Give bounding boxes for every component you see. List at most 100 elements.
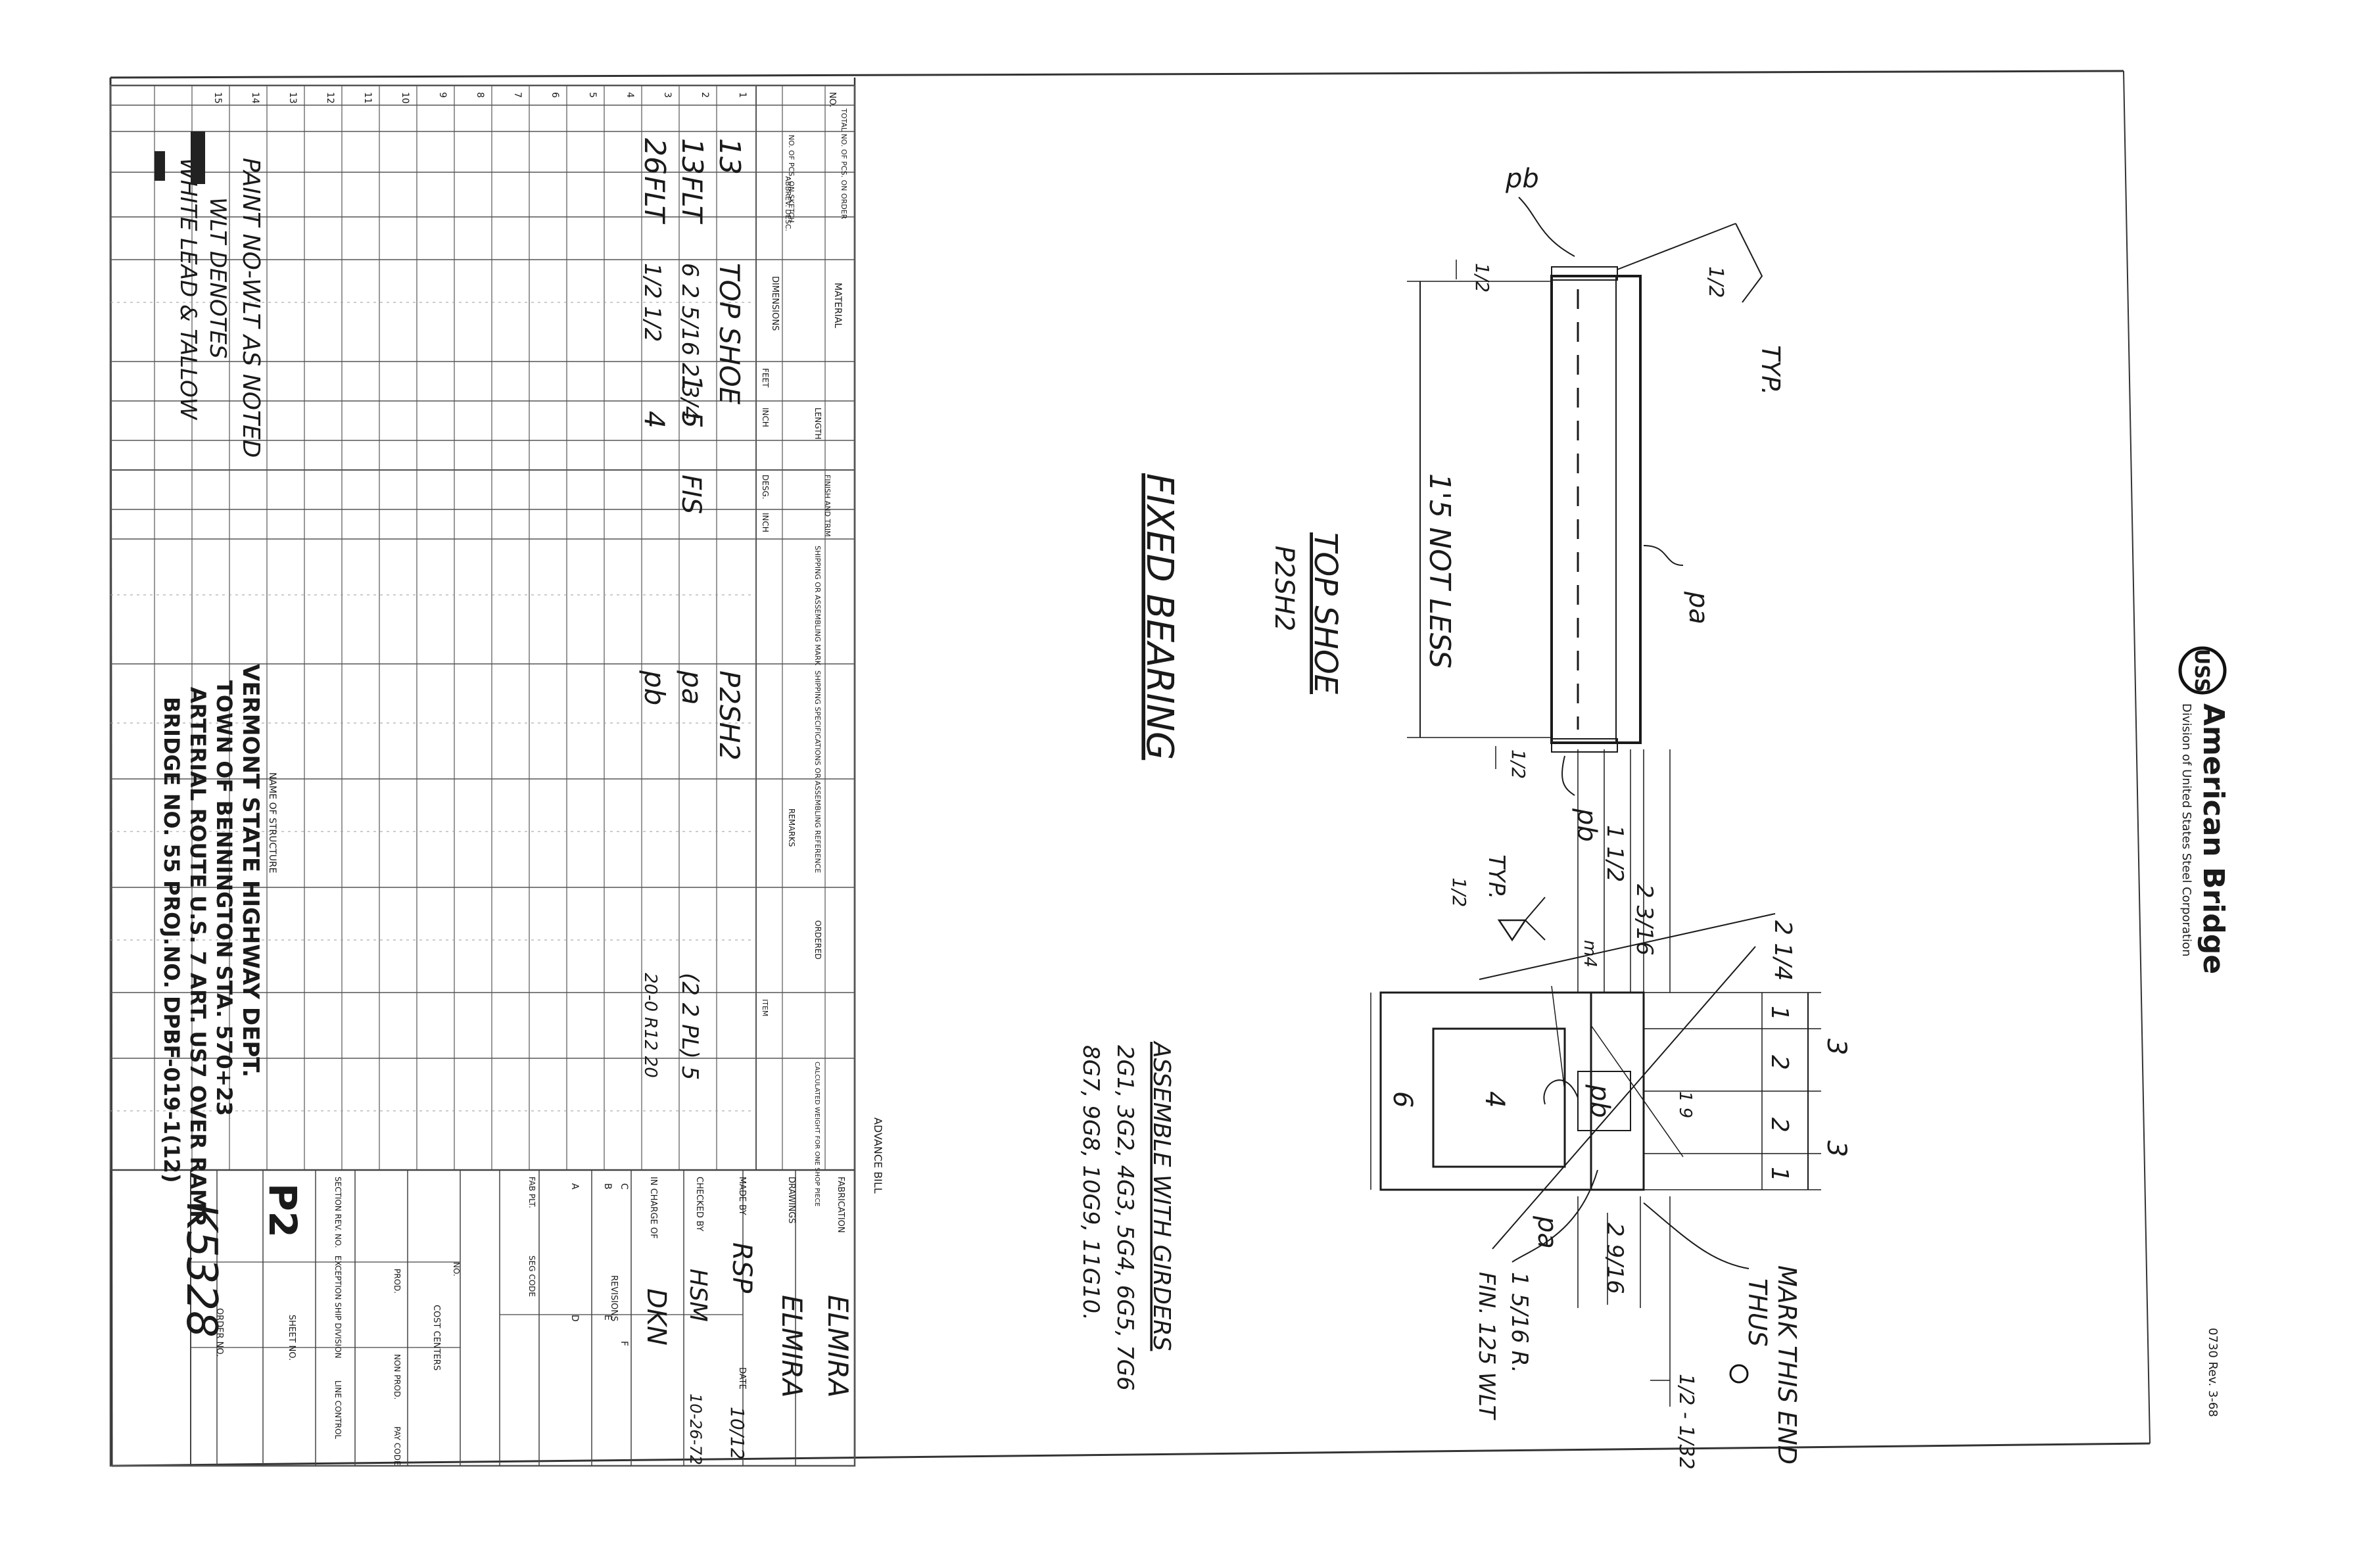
drawings-value: ELMIRA [776,1295,808,1397]
hdr-finish: FINISH AND TRIM [823,475,832,537]
hdr-material: MATERIAL [832,283,843,328]
paint-note-line1: PAINT NO-WLT AS NOTED [237,158,264,457]
title-block [110,1169,855,1466]
dim-two-quarter: 2 1/4 [1769,920,1796,981]
weld-typ-end: TYP. [1483,855,1510,899]
row3-dimensions: 1/2 1/2 [639,263,665,342]
hdr-ordered: ORDERED [813,920,822,960]
rev-a: A [569,1183,580,1190]
row-number: 2 [700,92,710,98]
assemble-note-line1: ASSEMBLE WITH GIRDERS [1148,1041,1175,1351]
hdr-shipping-mark: SHIPPING OR ASSEMBLING MARK [813,546,822,666]
sheet-value: P2 [260,1183,305,1238]
structure-line2: TOWN OF BENNINGTON STA. 570+23 [212,680,237,1116]
row2-desc: FLT [676,176,708,225]
checked-label: CHECKED BY [694,1177,704,1231]
hdr-dimensions: DIMENSIONS [770,276,780,331]
rev-f: F [619,1341,629,1346]
seg-code-label: SEG CODE [527,1255,536,1297]
table-row: 13 FLT 6 2 5/16 2 3/4 1 5 FIS pa (2 2 PL… [675,138,709,1080]
hdr-abbrev: ABBREV. DESC. [784,176,792,231]
row-number: 11 [362,92,373,104]
dim-three-bottom: 3 [1821,1140,1851,1157]
company-logo: USS American Bridge Division of United S… [2178,646,2230,974]
row-number: 8 [475,92,485,98]
structure-line4: BRIDGE NO. 55 PROJ.NO. DPBF-019-1(12) [159,697,184,1183]
redaction-mark [191,131,205,184]
fabrication-label: FABRICATION [836,1177,845,1233]
row-number: 10 [400,92,410,104]
row3-mark: pb [638,670,671,705]
hdr-finish-inch: INCH [761,513,770,532]
rev-e: E [602,1315,613,1321]
table-row: 13 TOP SHOE P2SH2 [713,138,746,761]
logo-mark: USS [2190,649,2213,692]
row2-remarks: (2 2 PL) 5 [677,973,703,1080]
drawings-label: DRAWINGS [786,1177,796,1223]
uss-mark-icon [2178,646,2227,695]
weld-typ-top: TYP. [1756,345,1785,395]
row3-remarks: 20-0 R12 20 [640,973,660,1078]
dim-six: 6 [1387,1091,1417,1108]
dim-half-thirty-second: 1/2 - 1/32 [1675,1374,1698,1470]
hdr-feet: FEET [761,368,770,388]
non-prod-label: NON PROD. [393,1354,402,1399]
dim-two-bottom: 2 [1766,1117,1793,1133]
dim-four: 4 [1479,1091,1510,1108]
row2-mark: pa [676,670,708,705]
dim-two-nine-sixteenths: 2 9/16 [1602,1223,1628,1294]
table-row: 26 FLT 1/2 1/2 4 pb 20-0 R12 20 [638,138,671,1078]
checked-value: HSM [684,1269,711,1322]
section-rev-label: SECTION REV. NO. [333,1177,343,1248]
rev-b: B [602,1183,613,1190]
bill-of-material-grid [109,84,856,1467]
row-number: 4 [625,92,635,98]
fixed-bearing-end-view [1370,749,1821,1407]
row3-inch: 4 [638,411,671,429]
order-label: ORDER NO. [214,1308,224,1357]
row3-desc: FLT [638,176,671,225]
row-number: 13 [287,92,298,104]
structure-line1: VERMONT STATE HIGHWAY DEPT. [237,664,264,1077]
dim-three-top: 3 [1821,1039,1851,1055]
revisions-label: REVISIONS [609,1275,619,1321]
division-line: Division of United States Steel Corporat… [2179,703,2193,956]
row-number: 12 [325,92,335,104]
row-number: 5 [587,92,598,98]
mark-note-line2: THUS [1743,1278,1772,1347]
label-pb-end: pb [1584,1084,1615,1118]
radius-note-line1: 1 5/16 R. [1506,1272,1533,1373]
hdr-calculated: CALCULATED WEIGHT FOR ONE SHOP PIECE [813,1062,821,1207]
view-title: TOP SHOE [1307,532,1344,695]
weld-size-end: 1/2 [1448,878,1470,907]
row-number: 7 [512,92,523,98]
redaction-mark [155,151,165,181]
row-number: 1 [737,92,748,98]
fab-plt-label: FAB PLT. [527,1177,536,1208]
row2-dimensions: 6 2 5/16 2 3/4 [677,263,703,420]
advance-bill-label: ADVANCE BILL [872,1117,884,1194]
pay-code-label: PAY CODE [393,1426,402,1466]
label-pa-plan: pa [1683,591,1713,624]
radius-note-line2: FIN. 125 WLT [1473,1272,1500,1420]
date-label: DATE [737,1367,747,1390]
row-number: 15 [212,92,223,104]
dim-half-top: 1/2 [1471,263,1493,293]
section-title: FIXED BEARING [1138,473,1181,760]
dim-half-bottom: 1/2 [1508,749,1529,779]
paint-note-line2: WLT DENOTES [204,197,231,359]
hdr-inch: INCH [761,408,770,427]
dim-two-three-sixteenths: 2 3/16 [1631,884,1657,956]
in-charge-label: IN CHARGE OF [648,1177,658,1239]
structure-name-label: NAME OF STRUCTURE [267,772,277,874]
cost-centers-label: COST CENTERS [431,1305,441,1370]
label-pb-bottom: pb [1571,808,1602,842]
prod-label: PROD. [393,1269,402,1294]
brand-name: American Bridge [2197,703,2230,974]
cross-circle-icon [1729,1364,1749,1384]
made-by-value: RSP [726,1242,757,1294]
hdr-remarks: REMARKS [787,808,796,847]
row2-no-sketch: 13 [675,138,709,175]
line-control-label: LINE CONTROL [333,1380,343,1440]
